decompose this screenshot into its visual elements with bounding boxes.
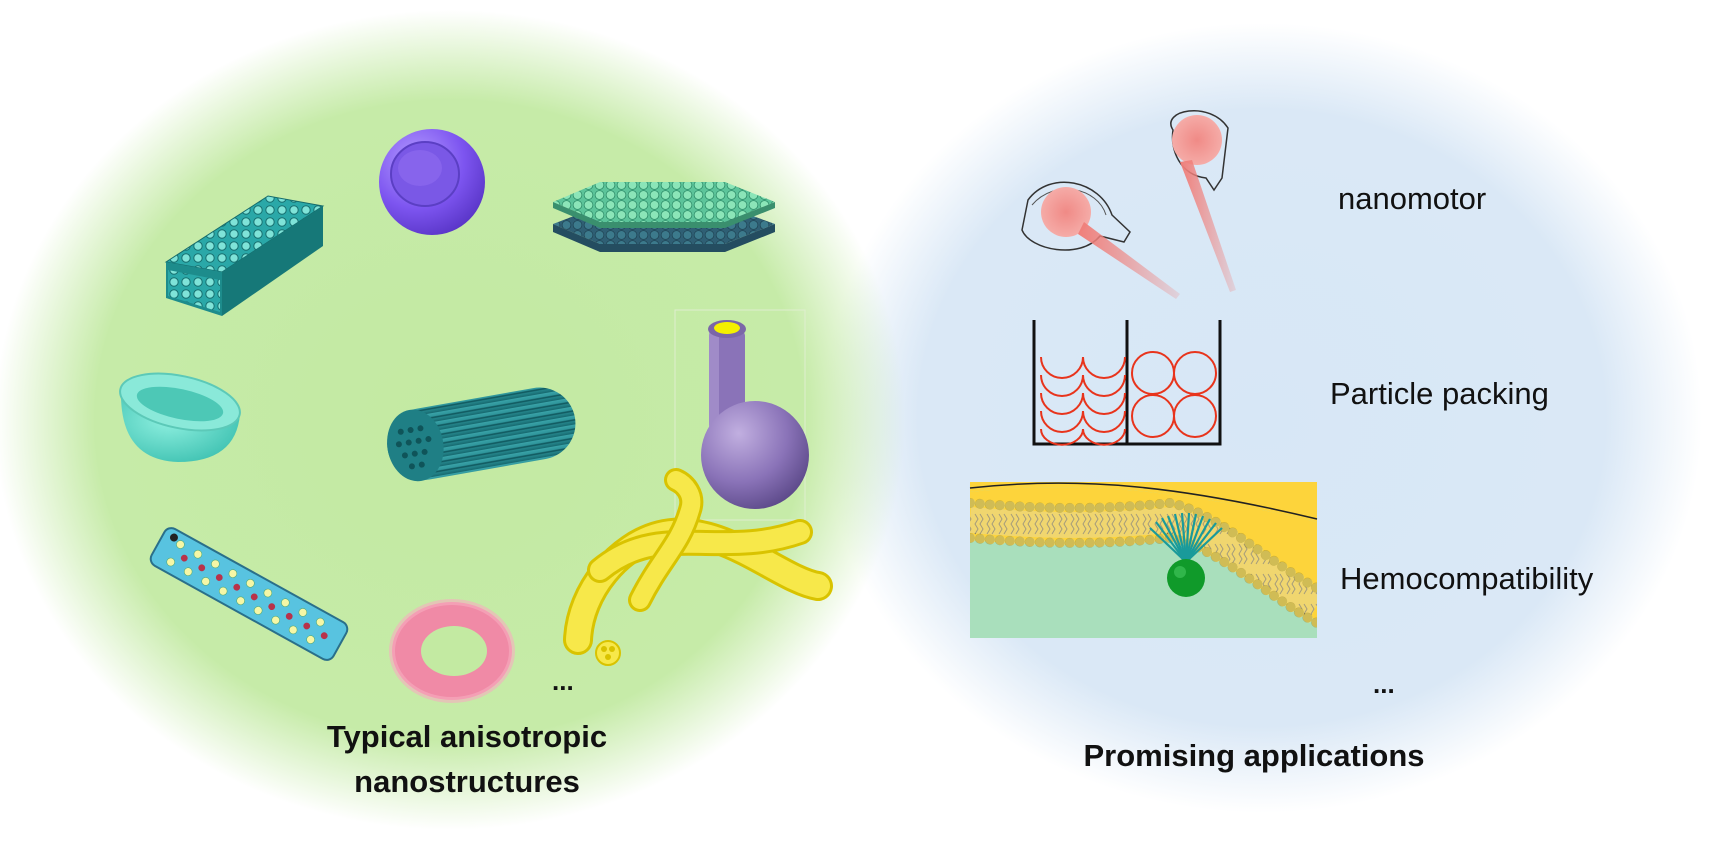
left-title-line2: nanostructures [354,764,580,799]
membrane-interaction-icon [969,482,1318,638]
porous-ribbon-icon [149,527,349,661]
left-ellipsis: ... [552,666,574,696]
app-label-hemocompatibility: Hemocompatibility [1340,561,1594,596]
fiber-bundle-icon [563,468,833,666]
hexagonal-plates-icon [553,182,775,252]
nanosheet-stack-icon [164,195,325,316]
nanomotor-icon [1021,109,1236,299]
dimpled-sphere-icon [379,129,485,235]
right-title: Promising applications [1083,738,1424,773]
particle-packing-icon [1032,320,1222,446]
applications-background [822,23,1702,813]
app-label-nanomotor: nanomotor [1338,181,1486,216]
grooved-rod-icon [387,387,576,482]
flask-particle-icon [674,309,809,521]
app-label-particle-packing: Particle packing [1330,376,1549,411]
torus-ring-icon [389,599,515,703]
left-title-line1: Typical anisotropic [327,719,607,754]
hemisphere-bowl-icon [119,372,241,462]
right-ellipsis: ... [1373,669,1395,699]
